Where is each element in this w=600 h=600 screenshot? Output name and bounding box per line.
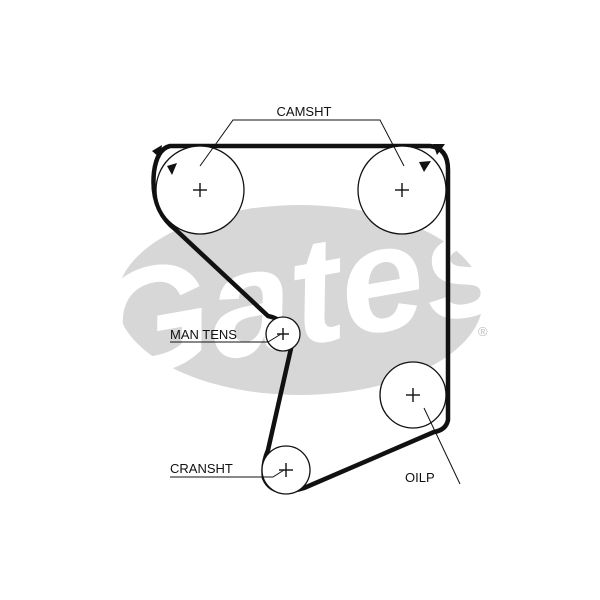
tensioner-label: MAN TENS [170, 327, 237, 342]
logo-registered-mark: ® [478, 324, 488, 339]
camshaft-pulley-right [357, 145, 447, 235]
triangle-arrow-icon [419, 161, 431, 172]
camshaft-label: CAMSHT [277, 104, 332, 119]
tensioner-pulley [265, 316, 301, 352]
oil-pump-pulley [379, 361, 447, 429]
triangle-arrow-icon [167, 163, 177, 175]
oil-pump-label: OILP [405, 470, 435, 485]
camshaft-leader [199, 119, 405, 167]
crankshaft-label: CRANSHT [170, 461, 233, 476]
crankshaft-pulley [261, 445, 311, 495]
oil-pump-leader [423, 407, 461, 485]
camshaft-pulley-left [155, 145, 245, 235]
triangle-arrow-icon [152, 145, 162, 158]
gates-logo-watermark: Gates ® [79, 174, 519, 412]
tensioner-leader [170, 333, 282, 343]
crankshaft-leader [170, 469, 285, 478]
logo-text: Gates [79, 174, 519, 412]
triangle-arrow-icon [433, 144, 445, 155]
logo-oval [117, 205, 483, 395]
